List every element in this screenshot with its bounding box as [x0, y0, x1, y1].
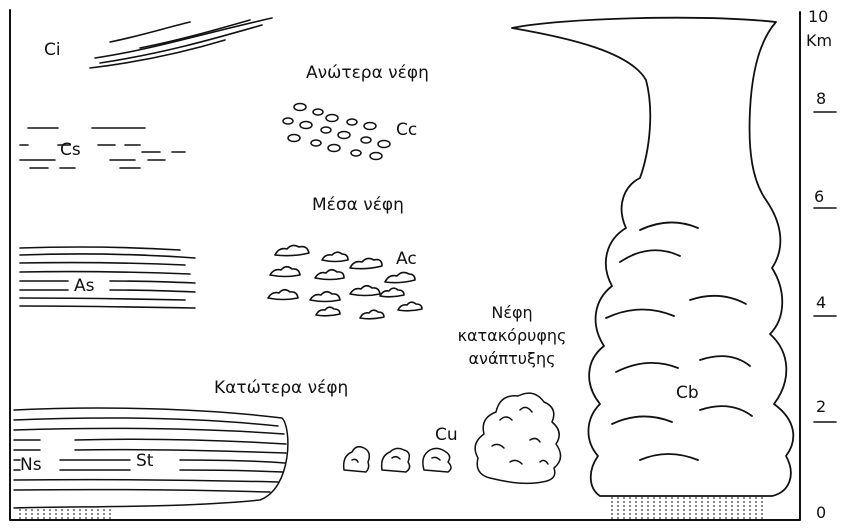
precipitation-hatch-left — [20, 509, 110, 520]
cumulus-small — [344, 447, 451, 472]
vertical-heading-line2: κατακόρυφης — [458, 326, 567, 345]
ci-label: Ci — [44, 40, 61, 60]
altostratus-lines — [20, 247, 195, 308]
cc-label: Cc — [396, 120, 417, 140]
cb-label: Cb — [676, 383, 699, 403]
cu-label: Cu — [435, 425, 458, 445]
ns-label: Ns — [20, 455, 42, 475]
axis-tick-8: 8 — [816, 89, 826, 108]
cumulus-congestus — [475, 393, 560, 483]
as-label: As — [74, 276, 95, 296]
cirrocumulus-puffs — [283, 104, 390, 160]
upper-clouds-heading: Ανώτερα νέφη — [306, 63, 429, 83]
ac-label: Ac — [396, 249, 417, 269]
axis-tick-10: 10 — [808, 7, 828, 26]
axis-tick-0: 0 — [816, 503, 826, 522]
vertical-heading-line1: Νέφη — [491, 303, 532, 322]
cs-label: Cs — [60, 140, 81, 160]
cirrostratus-dashes — [20, 128, 185, 168]
height-axis: 10 Km 8 6 4 2 0 — [806, 7, 836, 522]
axis-tick-2: 2 — [816, 397, 826, 416]
axis-unit: Km — [806, 31, 832, 50]
lower-clouds-heading: Κατώτερα νέφη — [214, 378, 348, 398]
st-label: St — [136, 451, 154, 471]
axis-tick-6: 6 — [814, 187, 824, 206]
cirrus-strokes — [90, 18, 272, 68]
precipitation-hatch-right — [612, 497, 762, 520]
middle-clouds-heading: Μέσα νέφη — [312, 195, 404, 215]
vertical-heading-line3: ανάπτυξης — [468, 349, 555, 368]
axis-tick-4: 4 — [816, 293, 826, 312]
